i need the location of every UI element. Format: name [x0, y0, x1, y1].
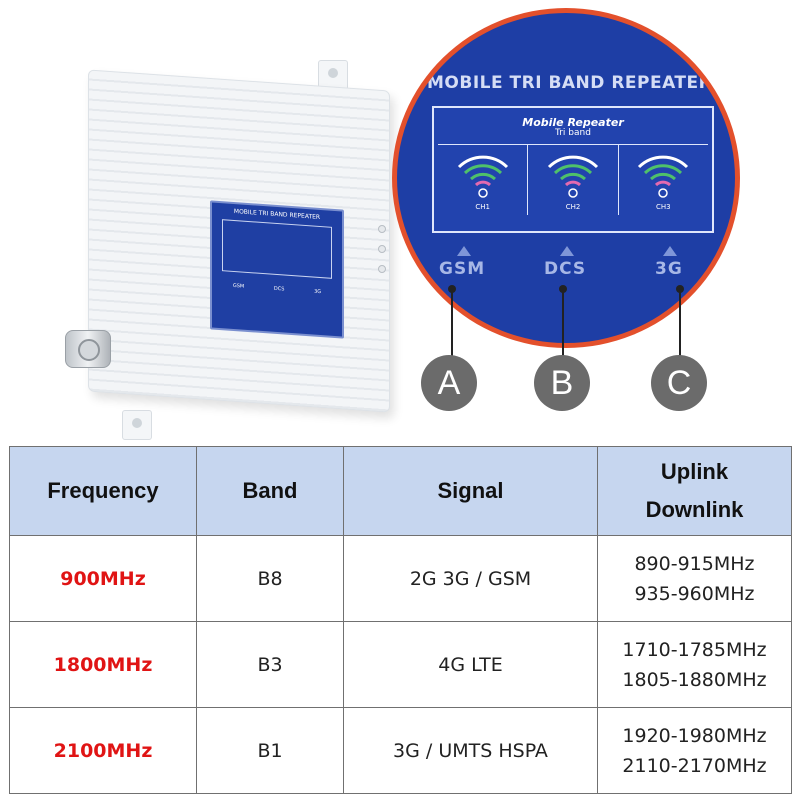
zoom-box-subtitle: Tri band	[555, 128, 591, 138]
channel-2-indicator: CH2	[528, 145, 619, 215]
signal-wave-icon	[547, 155, 599, 198]
mounting-ear-bottom-left	[122, 410, 152, 440]
callout-c-line	[679, 290, 681, 356]
table-row: 1800MHz B3 4G LTE 1710-1785MHz 1805-1880…	[9, 621, 792, 708]
zoom-indicator-box: Mobile Repeater Tri band CH1	[432, 106, 714, 233]
channel-label: CH1	[475, 203, 490, 211]
callout-b-line	[562, 290, 564, 356]
led-indicator	[378, 265, 386, 273]
triangle-up-icon	[663, 246, 677, 256]
repeater-device-image: MOBILE TRI BAND REPEATER GSM DCS 3G	[60, 60, 410, 440]
cell-signal: 4G LTE	[343, 621, 598, 708]
callout-b: B	[534, 355, 590, 411]
cell-downlink: 1805-1880MHz	[622, 668, 767, 691]
callout-a-dot	[448, 285, 456, 293]
signal-wave-icon	[638, 155, 689, 198]
callout-b-dot	[559, 285, 567, 293]
signal-wave-icon	[457, 155, 508, 198]
device-panel-label: 3G	[314, 288, 322, 296]
triangle-up-icon	[560, 246, 574, 256]
header-uplink: Uplink	[660, 459, 729, 484]
cell-signal: 2G 3G / GSM	[343, 535, 598, 622]
channel-label: CH3	[656, 203, 671, 211]
cell-uplink: 890-915MHz	[634, 552, 755, 575]
band-label-gsm: GSM	[439, 259, 486, 279]
channel-label: CH2	[565, 203, 581, 211]
header-frequency: Frequency	[9, 446, 197, 536]
band-label-3g: 3G	[655, 259, 683, 279]
cell-frequency: 1800MHz	[9, 621, 197, 708]
cell-downlink: 935-960MHz	[634, 582, 755, 605]
cell-downlink: 2110-2170MHz	[622, 754, 767, 777]
device-panel-labels: GSM DCS 3G	[218, 282, 336, 296]
callout-c: C	[651, 355, 707, 411]
cell-uplink-downlink: 1920-1980MHz 2110-2170MHz	[597, 707, 792, 794]
band-label-dcs: DCS	[544, 259, 587, 279]
frequency-spec-table: Frequency Band Signal Uplink Downlink 90…	[9, 446, 792, 794]
table-row: 2100MHz B1 3G / UMTS HSPA 1920-1980MHz 2…	[9, 707, 792, 794]
zoom-detail-circle: MOBILE TRI BAND REPEATER Mobile Repeater…	[392, 8, 740, 348]
device-panel-label: GSM	[232, 282, 245, 290]
table-row: 900MHz B8 2G 3G / GSM 890-915MHz 935-960…	[9, 535, 792, 622]
antenna-connector-icon	[65, 330, 111, 368]
device-panel-label: DCS	[273, 285, 285, 293]
cell-uplink-downlink: 890-915MHz 935-960MHz	[597, 535, 792, 622]
cell-band: B8	[196, 535, 344, 622]
cell-uplink: 1710-1785MHz	[622, 638, 767, 661]
zoom-panel-title: MOBILE TRI BAND REPEATER	[427, 73, 713, 93]
header-downlink: Downlink	[645, 497, 744, 522]
side-led-column	[378, 225, 388, 285]
cell-uplink-downlink: 1710-1785MHz 1805-1880MHz	[597, 621, 792, 708]
device-panel-indicator-box	[222, 219, 332, 279]
callout-a: A	[421, 355, 477, 411]
device-front-panel: MOBILE TRI BAND REPEATER GSM DCS 3G	[210, 200, 344, 339]
callout-c-dot	[676, 285, 684, 293]
cell-frequency: 900MHz	[9, 535, 197, 622]
cell-band: B1	[196, 707, 344, 794]
table-header-row: Frequency Band Signal Uplink Downlink	[9, 446, 792, 536]
channel-3-indicator: CH3	[619, 145, 708, 215]
header-signal: Signal	[343, 446, 598, 536]
header-band: Band	[196, 446, 344, 536]
channel-1-indicator: CH1	[438, 145, 529, 215]
triangle-up-icon	[457, 246, 471, 256]
cell-frequency: 2100MHz	[9, 707, 197, 794]
led-indicator	[378, 245, 386, 253]
zoom-box-title: Mobile Repeater	[522, 116, 624, 129]
header-uplink-downlink: Uplink Downlink	[597, 446, 792, 536]
led-indicator	[378, 225, 386, 233]
cell-uplink: 1920-1980MHz	[622, 724, 767, 747]
cell-band: B3	[196, 621, 344, 708]
callout-a-line	[451, 290, 453, 356]
cell-signal: 3G / UMTS HSPA	[343, 707, 598, 794]
